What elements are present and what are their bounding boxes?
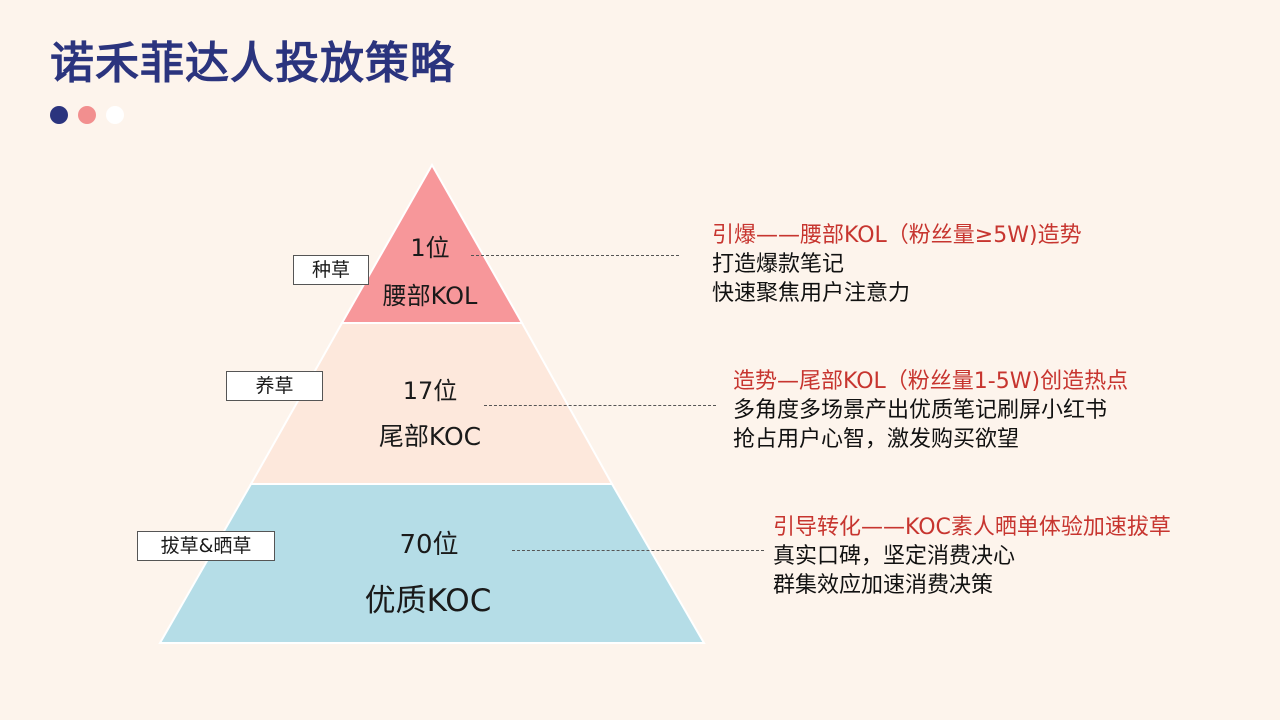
- tier-top-label: 腰部KOL: [382, 282, 478, 310]
- description-top-heading: 引爆——腰部KOL（粉丝量≥5W)造势: [712, 223, 1082, 248]
- tier-middle-count: 17位: [402, 377, 458, 405]
- description-bottom-line: 真实口碑，坚定消费决心: [773, 544, 1016, 569]
- tier-bottom-count: 70位: [399, 530, 459, 560]
- connector-line-top: [471, 255, 679, 256]
- pyramid-tier-bottom: [158, 483, 706, 644]
- tier-top-count: 1位: [410, 234, 450, 262]
- connector-line-bottom: [512, 550, 764, 551]
- page-title: 诺禾菲达人投放策略: [50, 38, 455, 89]
- description-top: 引爆——腰部KOL（粉丝量≥5W)造势 打造爆款笔记 快速聚焦用户注意力: [712, 222, 1082, 308]
- description-middle: 造势—尾部KOL（粉丝量1-5W)创造热点 多角度多场景产出优质笔记刷屏小红书 …: [733, 368, 1128, 454]
- description-middle-line: 抢占用户心智，激发购买欲望: [733, 427, 1020, 452]
- description-bottom: 引导转化——KOC素人晒单体验加速拔草 真实口碑，坚定消费决心 群集效应加速消费…: [773, 514, 1171, 600]
- description-top-line: 打造爆款笔记: [712, 252, 845, 277]
- description-bottom-line: 群集效应加速消费决策: [773, 573, 994, 598]
- description-middle-heading: 造势—尾部KOL（粉丝量1-5W)创造热点: [733, 369, 1129, 394]
- description-top-line: 快速聚焦用户注意力: [712, 281, 911, 306]
- connector-line-middle: [484, 405, 716, 406]
- stage-label-seeding: 种草: [293, 255, 369, 285]
- decorative-dots: [50, 106, 124, 124]
- stage-label-nurturing: 养草: [226, 371, 323, 401]
- stage-label-conversion: 拔草&晒草: [137, 531, 275, 561]
- tier-bottom-label: 优质KOC: [364, 583, 492, 619]
- tier-middle-label: 尾部KOC: [378, 422, 482, 451]
- white-dot: [106, 106, 124, 124]
- pink-dot: [78, 106, 96, 124]
- navy-dot: [50, 106, 68, 124]
- description-middle-line: 多角度多场景产出优质笔记刷屏小红书: [733, 398, 1108, 423]
- description-bottom-heading: 引导转化——KOC素人晒单体验加速拔草: [773, 515, 1171, 540]
